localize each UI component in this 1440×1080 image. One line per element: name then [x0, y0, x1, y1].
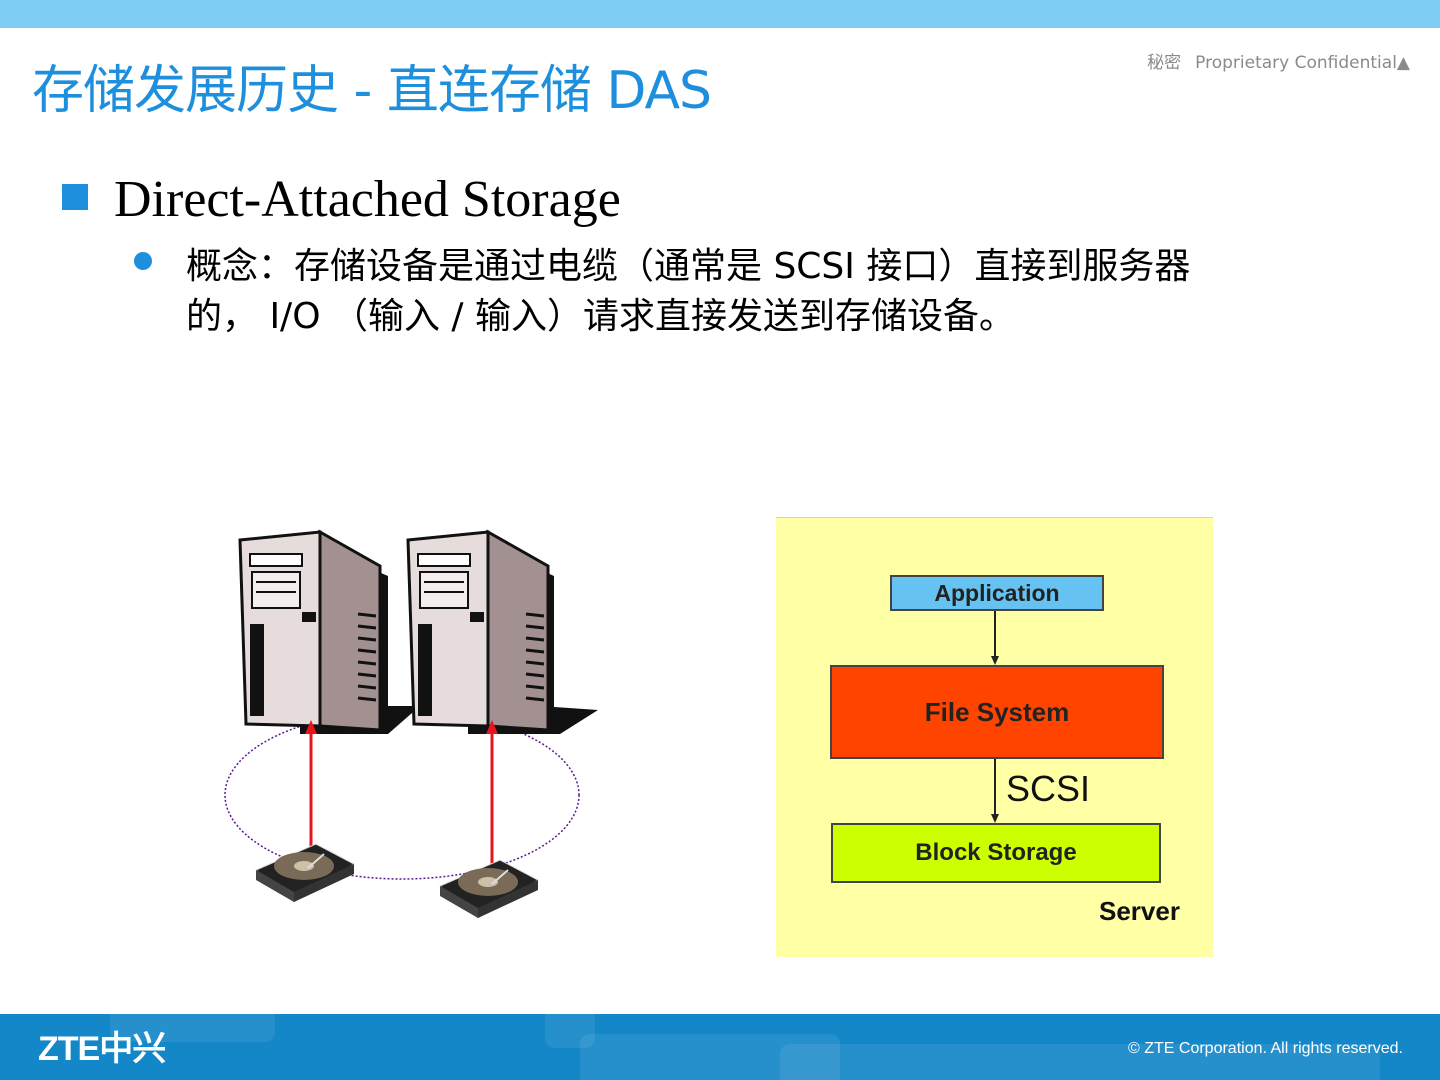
confidential-en: Proprietary Confidential▲: [1195, 53, 1410, 73]
server-label: Server: [1099, 896, 1180, 926]
bullet-level1-text: Direct-Attached Storage: [114, 171, 621, 228]
bullet-level2-text: 概念：存储设备是通过电缆（通常是 SCSI 接口）直接到服务器的， I/O （输…: [186, 246, 1191, 337]
square-bullet-icon: [62, 184, 88, 210]
das-architecture-diagram: Application File System SCSI Block Stora…: [776, 517, 1213, 957]
confidential-zh: 秘密: [1147, 53, 1182, 73]
round-bullet-icon: [134, 252, 152, 270]
direct-link-arrow: [305, 720, 317, 850]
diagram-arrows: [991, 609, 999, 823]
hard-disk-icon: [255, 843, 355, 903]
server-tower-icon: [406, 529, 598, 734]
arrow-fs-to-bs-head: [991, 814, 999, 823]
hard-disk-icon: [439, 859, 539, 919]
footer-decor: [545, 1014, 595, 1048]
zte-logo: ZTE中兴: [38, 1030, 166, 1068]
das-illustration: [220, 520, 610, 940]
slide-title: 存储发展历史 - 直连存储 DAS: [32, 61, 712, 121]
scsi-label: SCSI: [1006, 768, 1091, 809]
footer-decor: [110, 1014, 275, 1042]
footer-decor: [780, 1044, 1380, 1080]
footer-bar: ZTE中兴 © ZTE Corporation. All rights rese…: [0, 1014, 1440, 1080]
server-tower-icon: [238, 529, 420, 734]
confidentiality-label: 秘密 Proprietary Confidential▲: [1147, 48, 1410, 73]
block-storage-box: Block Storage: [831, 823, 1161, 883]
das-illustration-svg: [224, 529, 598, 919]
file-system-box: File System: [830, 665, 1164, 759]
copyright-text: © ZTE Corporation. All rights reserved.: [1128, 1040, 1403, 1057]
top-accent-bar: [0, 0, 1440, 28]
footer-decor: [580, 1034, 840, 1080]
attachment-ellipse: [224, 710, 580, 880]
direct-link-arrow: [486, 720, 498, 864]
application-box: Application: [890, 575, 1104, 611]
arrow-app-to-fs-head: [991, 656, 999, 665]
